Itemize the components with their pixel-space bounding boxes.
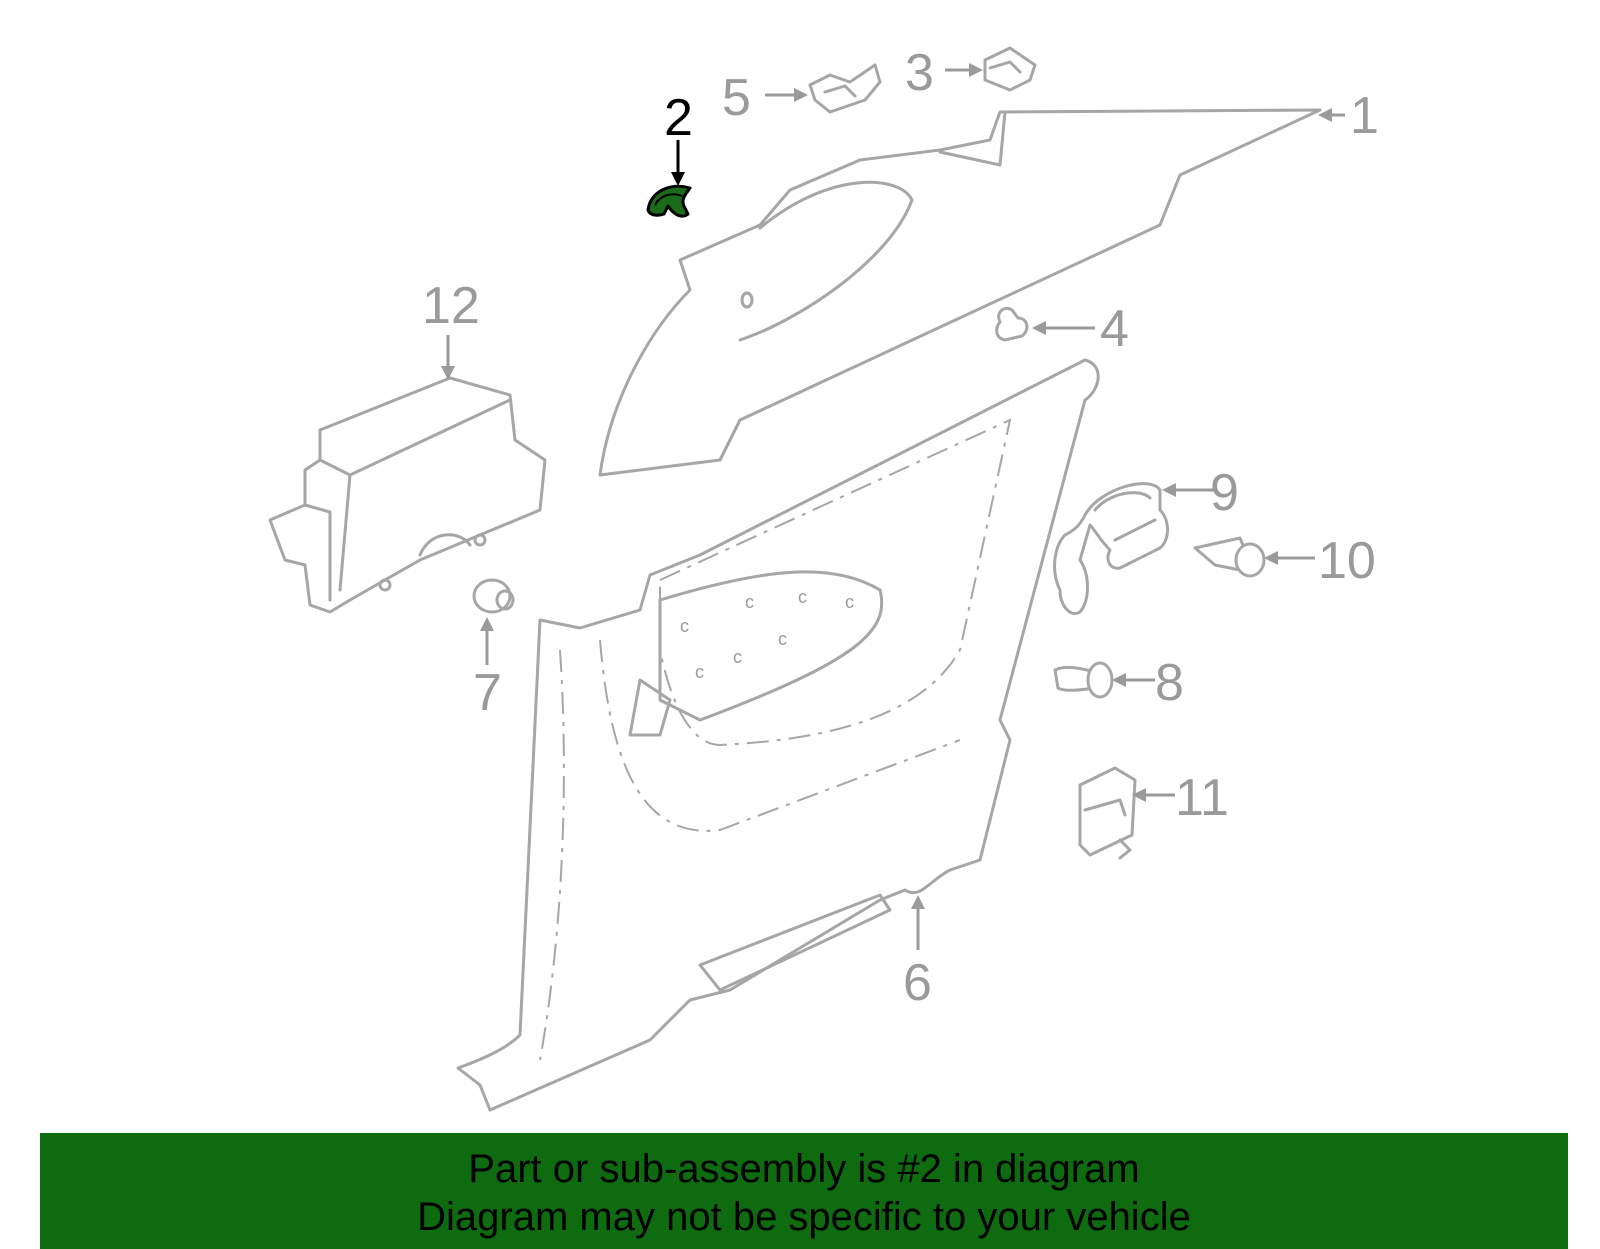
part-5-retainer[interactable] [808,63,882,114]
banner-line-1: Part or sub-assembly is #2 in diagram [468,1147,1140,1191]
svg-text:c: c [778,629,787,649]
label-part-2: 2 [664,89,693,147]
part-7-cap[interactable] [472,578,515,614]
callout-arrows [441,63,1345,950]
part-1-upper-quarter-trim[interactable] [598,108,1322,477]
part-11-bracket[interactable] [1078,766,1137,860]
label-part-3: 3 [905,44,934,102]
clip-holes: c c c c c c c [680,587,854,682]
label-part-5: 5 [722,69,751,127]
label-part-6: 6 [903,954,932,1012]
banner-line-2: Diagram may not be specific to your vehi… [417,1195,1191,1239]
svg-text:c: c [680,616,689,636]
svg-text:c: c [798,587,807,607]
svg-text:c: c [695,662,704,682]
part-3-retainer[interactable] [983,46,1037,92]
label-part-7: 7 [473,664,502,722]
label-part-10: 10 [1318,532,1376,590]
part-6-lower-quarter-trim[interactable]: c c c c c c c [456,358,1100,1112]
svg-text:c: c [733,647,742,667]
callout-numbers: 1 2 3 4 5 6 7 8 9 10 11 12 [422,44,1379,1012]
part-2-clip-highlighted[interactable] [646,184,692,218]
label-part-8: 8 [1155,654,1184,712]
label-part-9: 9 [1210,464,1239,522]
svg-text:c: c [845,592,854,612]
info-banner: Part or sub-assembly is #2 in diagram Di… [40,1133,1568,1249]
label-part-1: 1 [1350,87,1379,145]
part-10-screw[interactable] [1193,536,1266,578]
label-part-11: 11 [1175,769,1229,827]
label-part-12: 12 [422,277,480,335]
part-8-push-pin[interactable] [1053,661,1114,699]
svg-text:c: c [745,592,754,612]
part-9-handle[interactable] [1053,482,1169,615]
part-4-clip[interactable] [995,306,1029,342]
label-part-4: 4 [1100,300,1129,358]
part-12-module[interactable] [268,376,547,614]
